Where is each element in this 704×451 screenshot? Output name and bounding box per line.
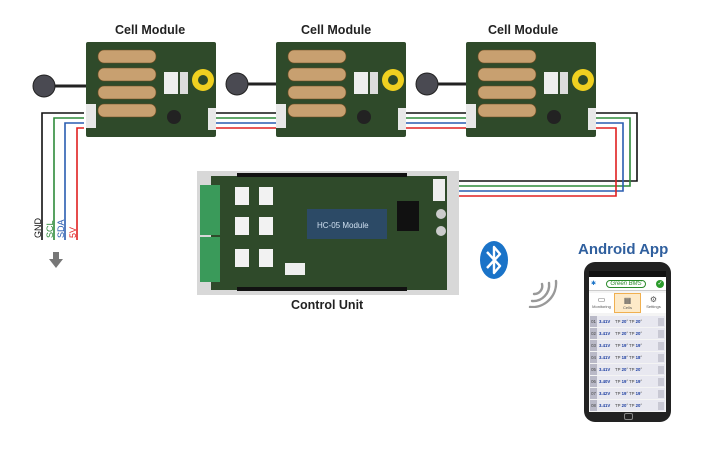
hc05-board-text: HC-05 Module bbox=[317, 221, 369, 230]
cell-module-2 bbox=[276, 42, 406, 137]
cell-temp-1: TP 19° bbox=[615, 343, 629, 348]
wireless-signal-icon bbox=[528, 279, 558, 308]
temp-sensor-2 bbox=[225, 72, 278, 96]
ground-arrow-icon bbox=[49, 252, 63, 268]
cell-temp-1: TP 19° bbox=[615, 391, 629, 396]
cell-module-1 bbox=[86, 42, 216, 137]
cell-voltage: 3.41V bbox=[599, 343, 611, 348]
cell-temp-2: TP 20° bbox=[629, 367, 643, 372]
cell-voltage: 3.41V bbox=[599, 319, 611, 324]
cell-module-3 bbox=[466, 42, 596, 137]
cell-voltage: 3.41V bbox=[599, 367, 611, 372]
cell-temp-2: TP 19° bbox=[629, 379, 643, 384]
right-bus bbox=[450, 112, 638, 197]
menu-monitoring[interactable]: ▭Monitoring bbox=[589, 293, 614, 313]
app-logo: Green BMS bbox=[606, 279, 646, 288]
sda-label: SDA bbox=[56, 219, 66, 238]
cell-detail-button[interactable] bbox=[658, 317, 664, 326]
cell-number: 06 bbox=[590, 376, 597, 387]
android-app-title: Android App bbox=[578, 241, 669, 258]
cell-temp-1: TP 18° bbox=[615, 355, 629, 360]
cell-number: 03 bbox=[590, 340, 597, 351]
cell-detail-button[interactable] bbox=[658, 341, 664, 350]
temp-sensor-3 bbox=[415, 72, 468, 96]
cell-module-label-2: Cell Module bbox=[301, 23, 372, 37]
5v-label: 5V bbox=[68, 227, 78, 238]
cell-temp-2: TP 20° bbox=[629, 319, 643, 324]
cell-detail-button[interactable] bbox=[658, 329, 664, 338]
cell-temp-1: TP 20° bbox=[615, 331, 629, 336]
cell-detail-button[interactable] bbox=[658, 353, 664, 362]
cell-module-label-1: Cell Module bbox=[115, 23, 186, 37]
cell-detail-button[interactable] bbox=[658, 389, 664, 398]
control-unit-label: Control Unit bbox=[291, 298, 364, 312]
temp-sensor-1 bbox=[32, 74, 88, 98]
module-links bbox=[216, 112, 466, 129]
app-screen: ✱ Green BMS ✓ ▭Monitoring ▦Cells ⚙Settin… bbox=[589, 271, 666, 412]
cell-temp-1: TP 20° bbox=[615, 319, 629, 324]
cell-detail-button[interactable] bbox=[658, 401, 664, 410]
cell-voltage: 3.42V bbox=[599, 391, 611, 396]
left-bus bbox=[41, 112, 84, 240]
cell-voltage: 3.41V bbox=[599, 355, 611, 360]
cells-icon: ▦ bbox=[623, 296, 632, 305]
cell-number: 05 bbox=[590, 364, 597, 375]
cell-detail-button[interactable] bbox=[658, 365, 664, 374]
control-unit-board: HC-05 Module bbox=[197, 171, 459, 295]
menu-label: Monitoring bbox=[592, 304, 611, 309]
menu-label: Cells bbox=[623, 305, 632, 310]
battery-icon: ▭ bbox=[597, 295, 606, 304]
cell-temp-2: TP 20° bbox=[629, 331, 643, 336]
home-button[interactable] bbox=[624, 413, 633, 420]
cell-voltage: 3.40V bbox=[599, 379, 611, 384]
menu-label: Settings bbox=[646, 304, 661, 309]
bluetooth-status-icon[interactable]: ✱ bbox=[591, 281, 597, 287]
android-phone: ✱ Green BMS ✓ ▭Monitoring ▦Cells ⚙Settin… bbox=[584, 262, 671, 422]
menu-cells[interactable]: ▦Cells bbox=[614, 293, 641, 313]
check-icon: ✓ bbox=[655, 279, 664, 288]
cell-temp-2: TP 19° bbox=[629, 391, 643, 396]
cell-temp-1: TP 19° bbox=[615, 379, 629, 384]
cell-number: 04 bbox=[590, 352, 597, 363]
cell-number: 07 bbox=[590, 388, 597, 399]
cell-temp-2: TP 18° bbox=[629, 355, 643, 360]
cell-temp-1: TP 20° bbox=[615, 403, 629, 408]
cell-number: 02 bbox=[590, 328, 597, 339]
cell-voltage: 3.41V bbox=[599, 403, 611, 408]
cell-temp-2: TP 20° bbox=[629, 403, 643, 408]
gnd-label: GND bbox=[33, 218, 43, 239]
cell-voltage: 3.41V bbox=[599, 331, 611, 336]
cell-temp-1: TP 20° bbox=[615, 367, 629, 372]
cell-temp-2: TP 19° bbox=[629, 343, 643, 348]
app-bar: ✱ Green BMS ✓ bbox=[589, 277, 666, 291]
app-menu: ▭Monitoring ▦Cells ⚙Settings bbox=[589, 293, 666, 313]
cell-module-label-3: Cell Module bbox=[488, 23, 559, 37]
cell-number: 01 bbox=[590, 316, 597, 327]
cell-detail-button[interactable] bbox=[658, 377, 664, 386]
cell-number: 08 bbox=[590, 400, 597, 411]
status-bar bbox=[589, 271, 666, 277]
gear-icon: ⚙ bbox=[649, 295, 658, 304]
scl-label: SCL bbox=[45, 220, 55, 238]
bluetooth-icon bbox=[480, 241, 508, 279]
menu-settings[interactable]: ⚙Settings bbox=[641, 293, 666, 313]
